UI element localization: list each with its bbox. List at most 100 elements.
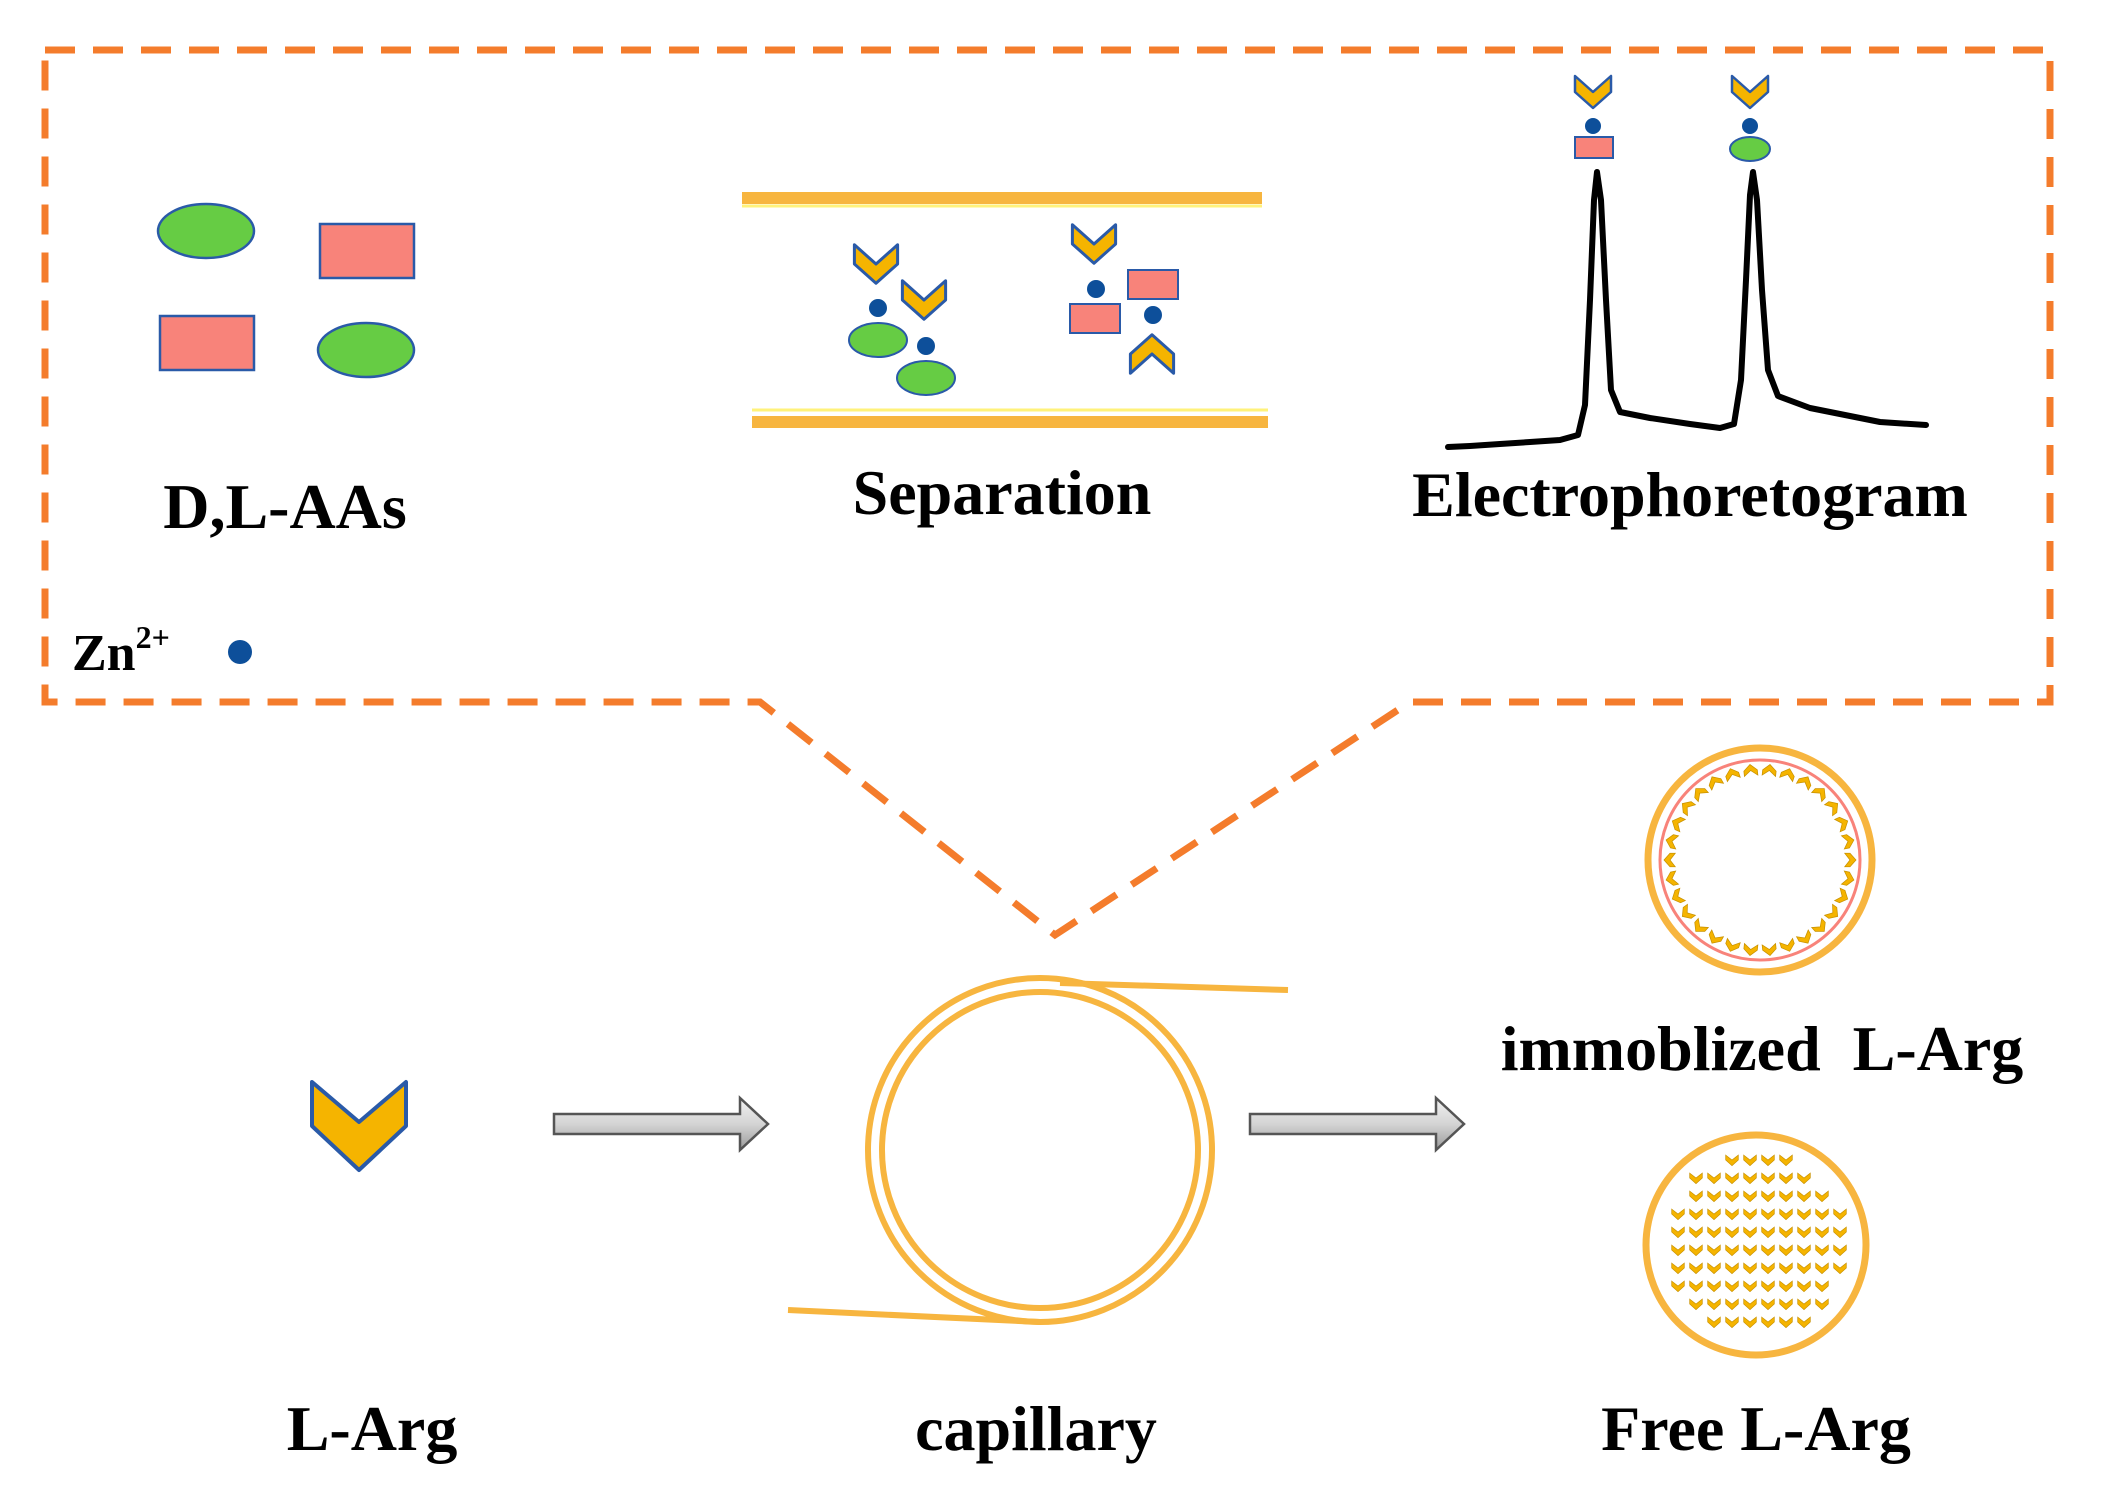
zn-label-charge: 2+: [136, 619, 170, 655]
chevron-icon: [1725, 1190, 1739, 1202]
rectangle-icon: [158, 314, 256, 372]
chevron-icon: [1671, 1244, 1685, 1256]
separation-group: Separation: [742, 192, 1268, 528]
electropherogram-group: Electrophoretogram: [1412, 74, 1968, 530]
chevron-icon: [1671, 1208, 1685, 1220]
chevron-icon: [1707, 1280, 1721, 1292]
chevron-icon: [1689, 1190, 1703, 1202]
capillary-section-outer: [1642, 1131, 1870, 1359]
chevron-icon: [1779, 1244, 1793, 1256]
zn-legend: Zn2+: [72, 619, 252, 682]
dot-icon: [869, 299, 887, 317]
chevron-icon: [1707, 1316, 1721, 1328]
chevron-icon: [1725, 1262, 1739, 1274]
chevron-icon: [1689, 1298, 1703, 1310]
chevron-icon: [1796, 773, 1815, 791]
chevron-icon: [1671, 1262, 1685, 1274]
chevron-icon: [1689, 1280, 1703, 1292]
rectangle-icon: [1069, 303, 1121, 334]
chevron-icon: [1797, 1172, 1811, 1184]
chevron-icon: [1797, 1280, 1811, 1292]
chevron-icon: [1742, 943, 1759, 957]
free-chevrons: [1671, 1154, 1847, 1328]
chevron-icon: [1834, 814, 1851, 833]
chevron-icon: [1689, 1262, 1703, 1274]
chevron-icon: [1725, 1244, 1739, 1256]
chevron-icon: [1725, 1226, 1739, 1238]
chevron-icon: [1689, 1226, 1703, 1238]
chevron-icon: [1689, 1208, 1703, 1220]
chevron-icon: [1761, 1280, 1775, 1292]
chevron-icon: [1779, 1226, 1793, 1238]
chevron-icon: [1669, 814, 1686, 833]
chevron-icon: [1761, 1154, 1775, 1166]
chevron-icon: [1834, 887, 1851, 906]
ellipse-icon: [1729, 136, 1771, 162]
chevron-icon: [1743, 1226, 1757, 1238]
dot-icon: [1742, 118, 1758, 134]
chevron-icon: [1815, 1262, 1829, 1274]
chevron-icon: [1761, 763, 1778, 777]
zn-label: Zn2+: [72, 619, 170, 682]
chevron-icon: [1725, 1154, 1739, 1166]
chevron-icon: [1707, 1226, 1721, 1238]
arrow-right-icon: [1248, 1095, 1466, 1153]
chevron-icon: [1779, 1172, 1793, 1184]
chevron-icon: [1761, 1190, 1775, 1202]
chevron-icon: [1573, 74, 1613, 110]
chevron-icon: [1815, 1226, 1829, 1238]
chevron-icon: [1797, 1262, 1811, 1274]
chevron-icon: [1664, 833, 1679, 850]
ellipse-icon: [848, 322, 908, 358]
chevron-icon: [1743, 1154, 1757, 1166]
chevron-icon: [1815, 1190, 1829, 1202]
chevron-icon: [1815, 1208, 1829, 1220]
chevron-icon: [1070, 223, 1118, 265]
l-arg-label: L-Arg: [287, 1393, 458, 1464]
capillary-section-inner: [1658, 758, 1862, 962]
dl-aas-group: D,L-AAs: [156, 202, 416, 542]
capillary-lead-bottom: [787, 1307, 1041, 1325]
coil-outer: [865, 975, 1215, 1325]
chevron-icon: [1779, 1190, 1793, 1202]
chevron-icon: [1663, 852, 1676, 868]
chevron-icon: [1723, 938, 1741, 954]
chevron-icon: [1723, 766, 1741, 782]
chevron-icon: [1841, 833, 1856, 850]
capillary-coil: capillary: [787, 975, 1289, 1464]
chevron-icon: [1725, 1208, 1739, 1220]
l-arg-group: L-Arg: [287, 1080, 458, 1464]
chevron-icon: [1761, 1172, 1775, 1184]
zn-label-base: Zn: [72, 625, 136, 682]
chevron-icon: [852, 243, 900, 285]
chevron-icon: [1761, 1298, 1775, 1310]
chevron-icon: [1689, 1244, 1703, 1256]
chevron-icon: [1815, 1298, 1829, 1310]
chevron-icon: [900, 279, 948, 321]
callout-dashed-outline: [41, 46, 2054, 940]
dot-icon: [1585, 118, 1601, 134]
chevron-icon: [1779, 1298, 1793, 1310]
chevron-icon: [1761, 943, 1778, 957]
chevron-icon: [1761, 1226, 1775, 1238]
ellipse-icon: [316, 321, 416, 379]
chevron-icon: [1779, 938, 1797, 954]
chevron-icon: [1779, 766, 1797, 782]
chevron-icon: [1725, 1280, 1739, 1292]
chevron-icon: [310, 1080, 408, 1172]
chevron-icon: [1689, 1172, 1703, 1184]
chevron-icon: [1743, 1298, 1757, 1310]
chevron-icon: [1797, 1244, 1811, 1256]
chevron-icon: [1797, 1298, 1811, 1310]
chevron-icon: [1796, 929, 1815, 947]
electropherogram-trace: [1445, 169, 1929, 450]
rectangle-icon: [318, 222, 416, 280]
dot-icon: [1144, 306, 1162, 324]
chevron-icon: [1761, 1316, 1775, 1328]
chevron-icon: [1779, 1316, 1793, 1328]
chevron-icon: [1707, 1172, 1721, 1184]
chevron-icon: [1725, 1298, 1739, 1310]
chevron-icon: [1779, 1262, 1793, 1274]
free-cross-section: [1642, 1131, 1870, 1359]
